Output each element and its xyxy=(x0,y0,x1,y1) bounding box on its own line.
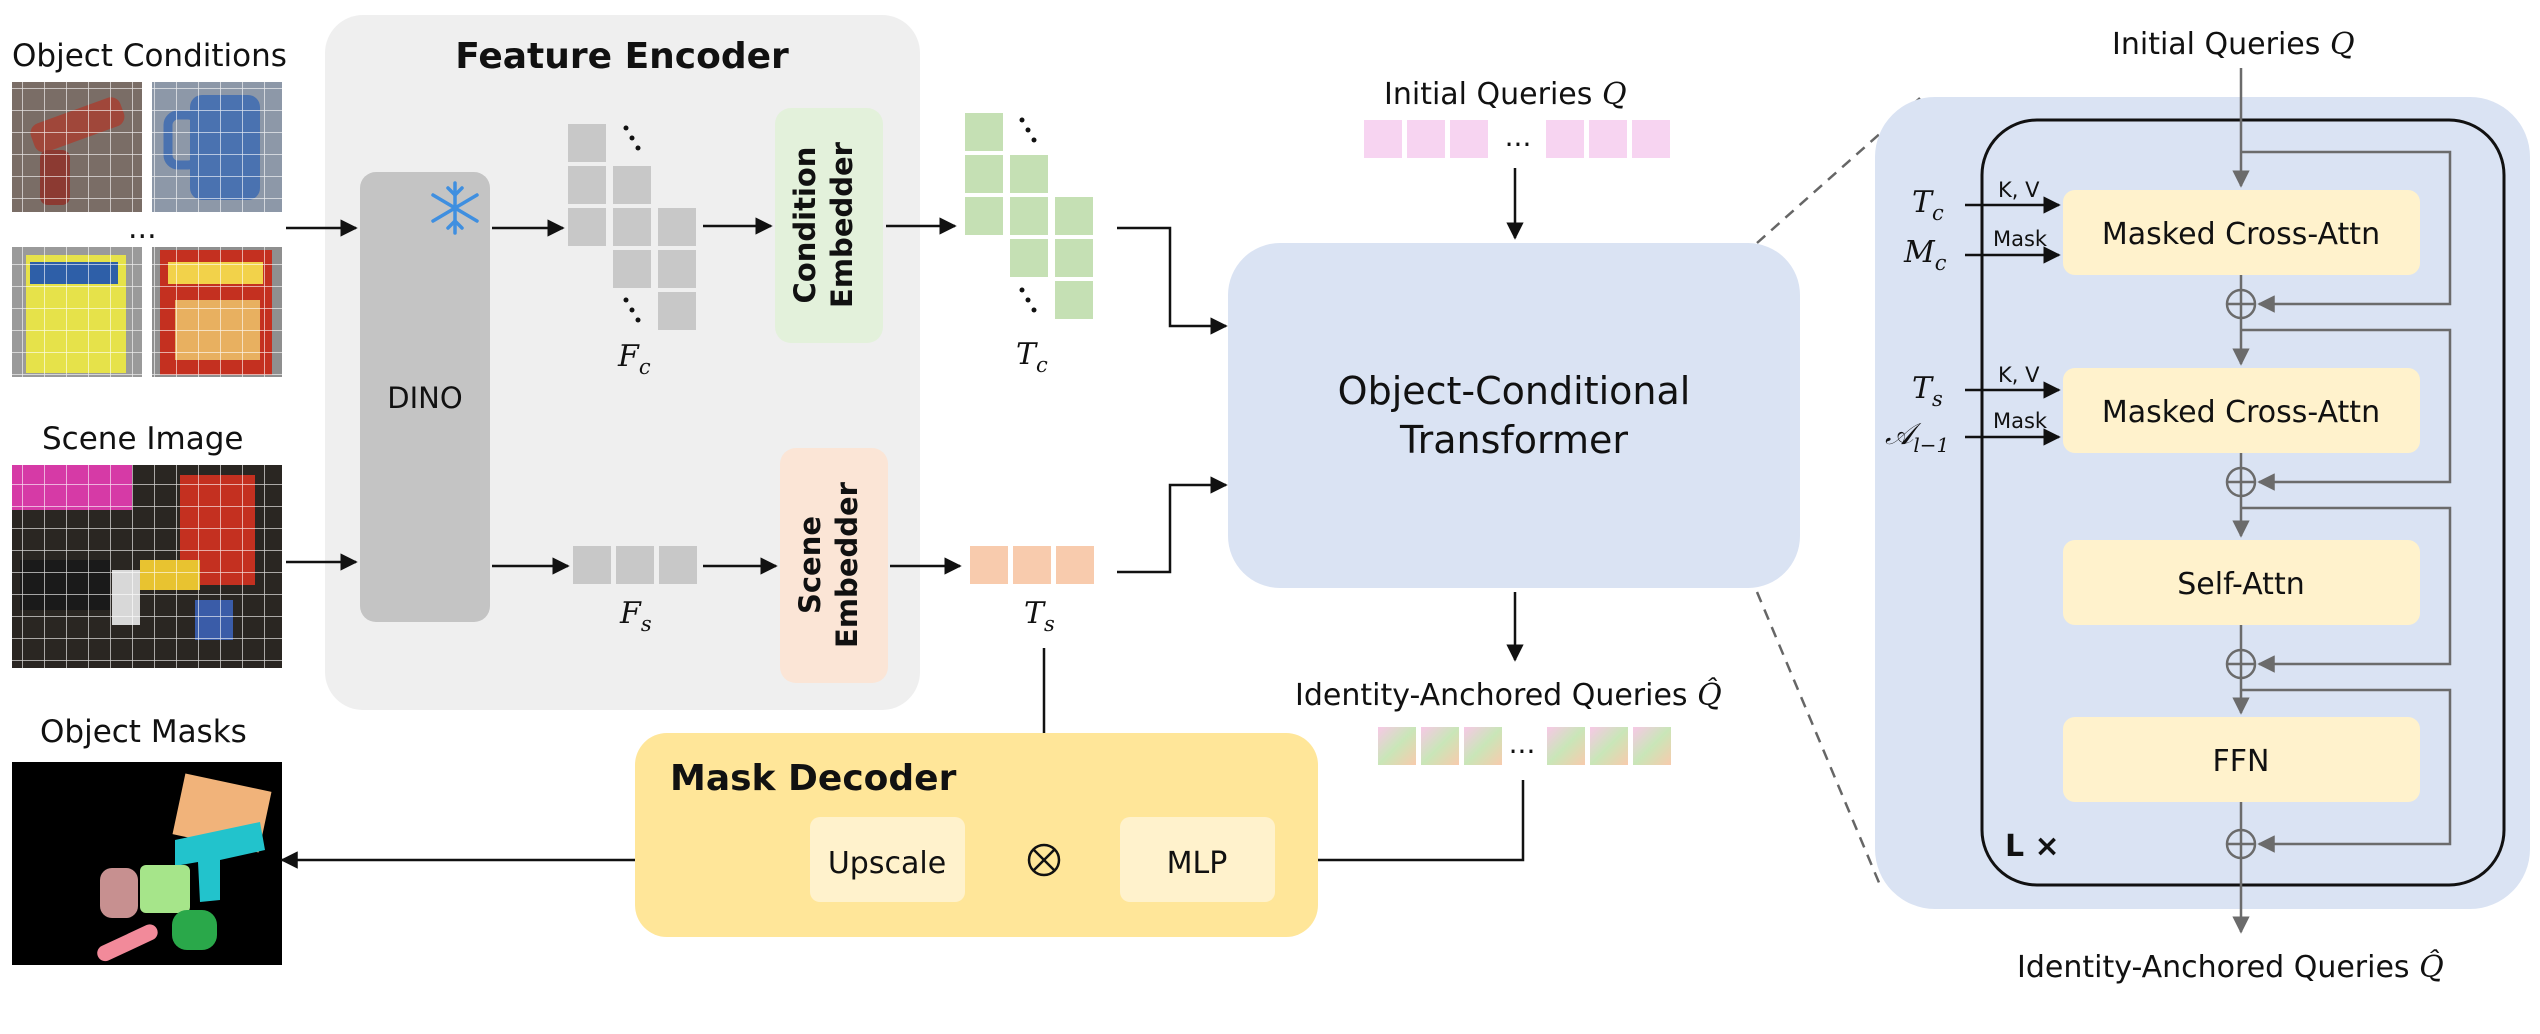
identity-queries-label: Identity-Anchored Queries Q̂ xyxy=(1295,678,1722,713)
sum-icon xyxy=(2225,288,2257,860)
transformer-label-2: Transformer xyxy=(1399,418,1628,462)
detail-input-arrows xyxy=(1965,196,2061,446)
self-attn-block xyxy=(2063,540,2420,625)
scene-embedder-block xyxy=(780,448,888,683)
scene-embedder-label-2: Embedder xyxy=(830,481,864,648)
object-conditions-label: Object Conditions xyxy=(12,38,287,74)
initial-queries-label: Initial Queries Q xyxy=(1384,77,1627,112)
condition-embedder-label-1: Condition xyxy=(788,147,822,304)
ffn-block xyxy=(2063,717,2420,802)
detail-identity-queries-label: Identity-Anchored Queries Q̂ xyxy=(2017,950,2444,985)
upscale-block xyxy=(810,817,965,902)
fs-label: Fs xyxy=(619,596,652,636)
condition-embedder-label-2: Embedder xyxy=(825,141,859,308)
identity-query-tokens xyxy=(1378,727,1671,765)
layer-count-label: L × xyxy=(2005,829,2060,864)
transformer-label-1: Object-Conditional xyxy=(1338,369,1691,413)
ts-label: Ts xyxy=(1024,596,1055,636)
mlp-label: MLP xyxy=(1167,846,1228,881)
token-to-transformer-arrows xyxy=(280,168,1525,869)
kv-label-2: K, V xyxy=(1998,363,2040,387)
conditions-ellipsis: ... xyxy=(128,211,157,246)
masked-cross-attn-block-1 xyxy=(2063,190,2420,275)
object-masks-label: Object Masks xyxy=(40,714,247,750)
fc-feature-tokens xyxy=(568,124,696,330)
mask-decoder-title: Mask Decoder xyxy=(670,758,957,799)
masked-cross-attn-label-1: Masked Cross-Attn xyxy=(2102,217,2380,252)
self-attn-label: Self-Attn xyxy=(2177,567,2304,602)
fc-label: Fc xyxy=(617,339,651,379)
ts-scene-tokens xyxy=(970,546,1094,584)
mask-label-2: Mask xyxy=(1993,409,2048,433)
detail-mc-label: Mc xyxy=(1903,235,1947,275)
mlp-block xyxy=(1120,817,1275,902)
scene-image xyxy=(12,465,282,668)
object-condition-image-domino xyxy=(12,247,142,377)
encoder-arrows xyxy=(286,217,962,575)
multiply-icon xyxy=(1027,843,1061,877)
layer-stack-box xyxy=(1980,118,2506,887)
tc-label: Tc xyxy=(1016,337,1048,377)
detail-tc-label: Tc xyxy=(1912,185,1944,225)
object-condition-image-drill xyxy=(12,82,142,212)
identity-queries-ellipsis: ... xyxy=(1509,727,1536,760)
object-condition-image-mug xyxy=(152,82,282,212)
kv-label-1: K, V xyxy=(1998,178,2040,202)
tc-dots xyxy=(1019,117,1037,313)
object-condition-image-cheezit xyxy=(152,247,282,377)
fc-dots xyxy=(623,125,641,323)
masked-cross-attn-block-2 xyxy=(2063,368,2420,453)
ffn-label: FFN xyxy=(2213,744,2270,779)
detail-a-label: 𝒜l−1 xyxy=(1885,417,1949,457)
tc-condition-tokens xyxy=(965,113,1093,319)
transformer-detail-panel xyxy=(1875,97,2530,909)
condition-embedder-block xyxy=(775,108,883,343)
mask-label-1: Mask xyxy=(1993,227,2048,251)
snowflake-icon xyxy=(431,181,479,235)
feature-encoder-title: Feature Encoder xyxy=(455,36,789,77)
dino-label: DINO xyxy=(387,381,462,415)
fs-feature-tokens xyxy=(573,546,697,584)
object-conditional-transformer-block xyxy=(1228,243,1800,588)
upscale-label: Upscale xyxy=(828,846,946,881)
masked-cross-attn-label-2: Masked Cross-Attn xyxy=(2102,395,2380,430)
dino-block xyxy=(360,172,490,622)
initial-queries-ellipsis: ... xyxy=(1505,120,1532,153)
object-masks-image xyxy=(12,762,282,965)
detail-initial-queries-label: Initial Queries Q xyxy=(2112,27,2355,62)
scene-image-label: Scene Image xyxy=(42,421,243,457)
detail-ts-label: Ts xyxy=(1912,371,1943,411)
detail-flow-lines xyxy=(2232,68,2452,934)
initial-query-tokens xyxy=(1364,120,1670,158)
scene-embedder-label-1: Scene xyxy=(793,516,827,614)
